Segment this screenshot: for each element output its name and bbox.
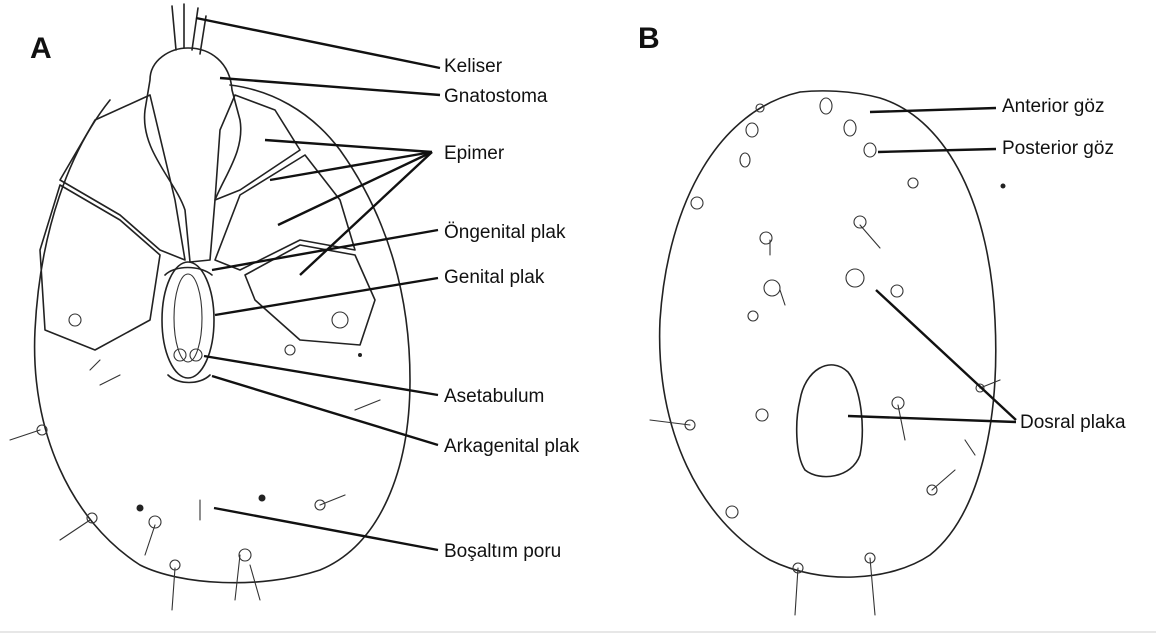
leader-epimer-1: [265, 140, 432, 152]
label-asetabulum: Asetabulum: [444, 386, 544, 407]
leader-bosaltim: [214, 508, 438, 550]
leader-asetabulum: [204, 356, 438, 395]
label-genital-plak: Genital plak: [444, 267, 545, 288]
label-bosaltim-poru: Boşaltım poru: [444, 541, 561, 562]
epimer-left: [40, 95, 185, 350]
ink-dot: [358, 353, 362, 357]
body-outline: [35, 85, 410, 583]
genital-plate: [162, 262, 214, 378]
leader-anterior-goz: [870, 108, 996, 112]
panel-a: A: [10, 4, 580, 610]
leader-epimer-3: [278, 152, 432, 225]
panel-b-labels: Anterior göz Posterior göz Dosral plaka: [1002, 96, 1126, 433]
pore-dot-right: [259, 495, 266, 502]
dorsal-body-outline: [660, 91, 996, 577]
leader-ongenital: [212, 230, 438, 270]
panel-a-letter: A: [30, 32, 52, 65]
panel-a-drawing: [10, 4, 410, 610]
label-gnatostoma: Gnatostoma: [444, 86, 548, 107]
label-dosral-plaka: Dosral plaka: [1020, 412, 1126, 433]
panel-a-labels: Keliser Gnatostoma Epimer Öngenital plak…: [444, 56, 580, 562]
panel-b: B: [638, 22, 1126, 615]
panel-a-leaders: [196, 18, 440, 550]
dorsal-plate: [797, 365, 863, 477]
label-keliser: Keliser: [444, 56, 503, 77]
ink-dot-b: [1001, 184, 1006, 189]
leader-gnatostoma: [220, 78, 440, 95]
chelicerae: [172, 4, 206, 54]
label-ongenital-plak: Öngenital plak: [444, 222, 566, 243]
label-posterior-goz: Posterior göz: [1002, 138, 1114, 159]
panel-b-drawing: [650, 91, 1006, 615]
pore-dot-left: [137, 505, 144, 512]
label-anterior-goz: Anterior göz: [1002, 96, 1104, 117]
panel-b-letter: B: [638, 22, 660, 55]
leader-posterior-goz: [878, 149, 996, 152]
label-epimer: Epimer: [444, 143, 505, 164]
leader-arkagenital: [212, 376, 438, 445]
epimer-right: [215, 95, 375, 345]
panel-b-leaders: [848, 108, 1016, 422]
leader-keliser: [196, 18, 440, 68]
label-arkagenital-plak: Arkagenital plak: [444, 436, 580, 457]
